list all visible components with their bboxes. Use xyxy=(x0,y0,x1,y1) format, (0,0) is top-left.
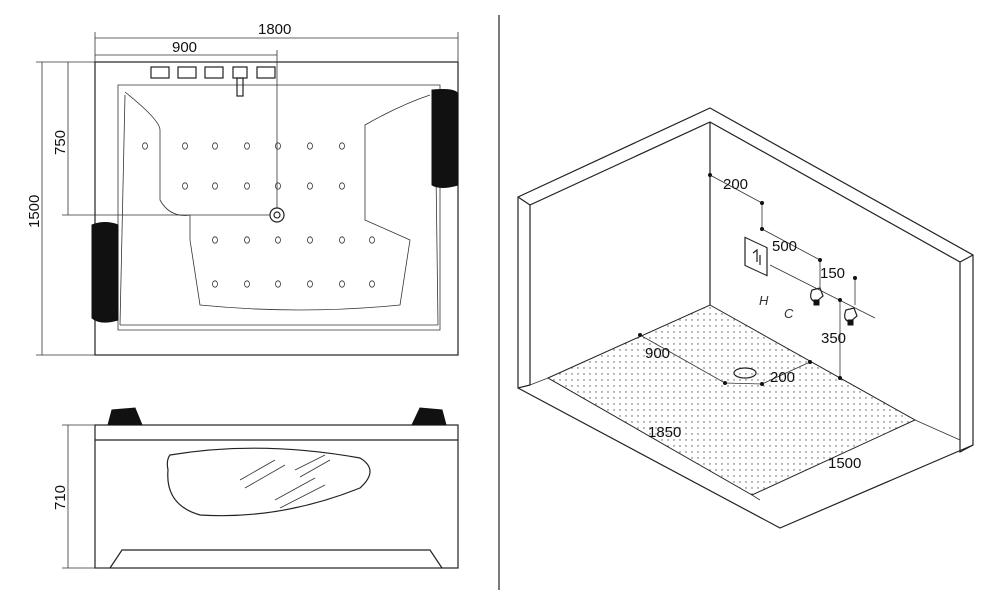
jet-icon xyxy=(275,280,281,288)
jet-icon xyxy=(244,280,250,288)
jet-icon xyxy=(244,142,250,150)
dim-panel-offset: 200 xyxy=(723,176,748,193)
tub-outline xyxy=(94,61,459,356)
tap-hot xyxy=(810,287,824,306)
tub-basin xyxy=(124,91,431,311)
tub-side-outline xyxy=(94,424,459,569)
tap-cold xyxy=(844,307,858,326)
drain-icon xyxy=(269,207,285,223)
jet-icon xyxy=(212,182,218,190)
jet-icon xyxy=(339,280,345,288)
dim-drain-from-wall: 900 xyxy=(645,345,670,362)
dim-height: 710 xyxy=(52,485,69,510)
install-dimension-lines xyxy=(639,174,876,385)
tub-rim xyxy=(117,84,441,331)
label-cold: C xyxy=(784,306,794,321)
jet-icon xyxy=(369,236,375,244)
jet-icon xyxy=(244,182,250,190)
dim-tap-height: 350 xyxy=(821,330,846,347)
jet-icon xyxy=(339,236,345,244)
dim-length: 1850 xyxy=(648,424,681,441)
jet-icon xyxy=(307,182,313,190)
jet-icon xyxy=(275,236,281,244)
jet-icon xyxy=(142,142,148,150)
label-hot: H xyxy=(759,293,769,308)
jet-icon xyxy=(182,182,188,190)
dim-width-total: 1800 xyxy=(258,21,291,38)
jet-icon xyxy=(275,142,281,150)
dim-width-center: 900 xyxy=(172,39,197,56)
dim-drain-offset: 200 xyxy=(770,369,795,386)
top-view: 1800 900 750 1500 xyxy=(26,21,459,356)
jet-icon xyxy=(212,280,218,288)
jet-icon xyxy=(339,182,345,190)
install-view: 200 500 150 H C 350 900 200 1850 1500 xyxy=(517,107,974,529)
headrest-left-side xyxy=(107,407,143,426)
dim-depth-total: 1500 xyxy=(26,195,43,228)
dim-tap-spacing: 150 xyxy=(820,265,845,282)
tub-base xyxy=(109,549,443,569)
dimension-lines xyxy=(36,32,459,356)
control-panel-icon xyxy=(744,236,768,277)
dim-width: 1500 xyxy=(828,455,861,472)
jets xyxy=(142,142,375,288)
jet-icon xyxy=(182,142,188,150)
glass-window xyxy=(166,447,371,517)
jet-icon xyxy=(244,236,250,244)
jet-icon xyxy=(339,142,345,150)
jet-icon xyxy=(307,236,313,244)
jet-icon xyxy=(212,236,218,244)
dim-depth-center: 750 xyxy=(52,130,69,155)
jet-icon xyxy=(212,142,218,150)
headrest-left xyxy=(91,222,119,323)
headrest-right xyxy=(431,89,459,188)
jet-icon xyxy=(369,280,375,288)
dimension-points xyxy=(638,173,857,386)
jet-icon xyxy=(307,280,313,288)
dim-panel-to-tap: 500 xyxy=(772,238,797,255)
jet-icon xyxy=(307,142,313,150)
control-panel xyxy=(150,66,276,97)
drain-icon xyxy=(733,367,757,379)
jet-icon xyxy=(275,182,281,190)
headrest-right-side xyxy=(411,407,447,426)
side-view: 710 xyxy=(52,407,459,569)
